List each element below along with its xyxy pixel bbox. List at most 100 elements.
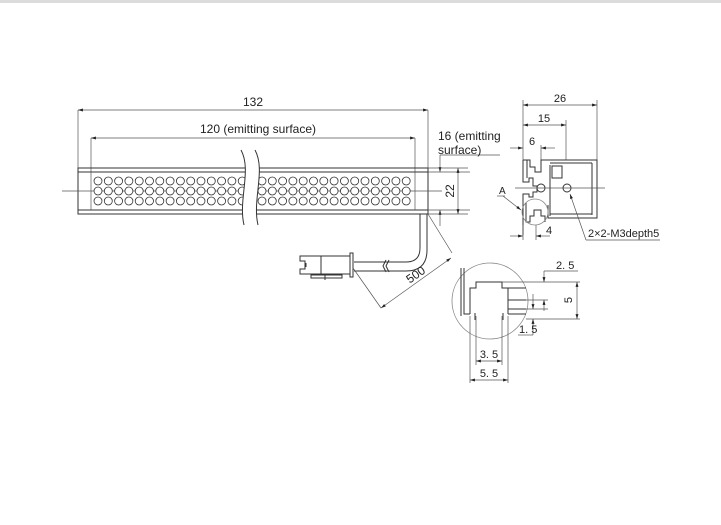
led-dot bbox=[339, 196, 349, 206]
led-dot bbox=[267, 186, 277, 196]
led-dot bbox=[196, 196, 206, 206]
led-dot bbox=[124, 176, 134, 186]
led-dot bbox=[370, 176, 380, 186]
dim-label-4: 4 bbox=[546, 225, 552, 237]
dim-label-26: 26 bbox=[554, 93, 566, 105]
led-dot bbox=[360, 176, 370, 186]
dim-label-5-5: 5. 5 bbox=[480, 368, 498, 380]
led-dot bbox=[165, 196, 175, 206]
led-dot bbox=[155, 186, 165, 196]
dim-label-16-line1: 16 (emitting bbox=[438, 129, 501, 143]
led-dot bbox=[267, 196, 277, 206]
leader-a bbox=[502, 195, 522, 211]
led-dot bbox=[360, 186, 370, 196]
led-dot bbox=[124, 186, 134, 196]
led-dot bbox=[339, 186, 349, 196]
connector-latch bbox=[310, 274, 343, 279]
led-dot bbox=[186, 196, 196, 206]
dim-label-22: 22 bbox=[443, 184, 457, 198]
detail-a-label: A bbox=[499, 186, 506, 197]
led-dot bbox=[196, 176, 206, 186]
led-dot bbox=[298, 186, 308, 196]
led-dot bbox=[155, 176, 165, 186]
led-dot bbox=[114, 176, 123, 186]
led-dot bbox=[217, 186, 227, 196]
led-dot bbox=[401, 186, 411, 196]
dim-label-500: 500 bbox=[403, 263, 428, 286]
led-dot bbox=[206, 196, 216, 206]
side-view: 26 15 6 A 4 2×2- bbox=[497, 93, 660, 241]
dim-label-120: 120 (emitting surface) bbox=[200, 122, 316, 136]
ext-500-b bbox=[427, 213, 453, 254]
led-dot bbox=[391, 176, 401, 186]
dim-label-1-5: 1. 5 bbox=[519, 324, 537, 336]
dim-label-15: 15 bbox=[538, 113, 550, 125]
ext-500-a bbox=[352, 267, 382, 309]
dim-line-500 bbox=[380, 257, 452, 309]
led-dot bbox=[145, 196, 154, 206]
cable: 500 bbox=[299, 213, 453, 309]
dim-label-132: 132 bbox=[243, 95, 263, 109]
t-slot bbox=[525, 203, 546, 223]
dim-label-5: 5 bbox=[563, 297, 575, 303]
dim-label-3-5: 3. 5 bbox=[480, 349, 498, 361]
led-dot bbox=[165, 176, 175, 186]
hole-note: 2×2-M3depth5 bbox=[588, 228, 659, 240]
led-dot bbox=[339, 176, 349, 186]
detail-a-circle bbox=[451, 262, 529, 340]
led-dot bbox=[206, 176, 216, 186]
led-dot bbox=[145, 186, 154, 196]
led-dot bbox=[278, 176, 288, 186]
led-dot bbox=[114, 186, 123, 196]
led-dot bbox=[401, 196, 411, 206]
leader-hole bbox=[569, 193, 587, 241]
led-dot bbox=[391, 186, 401, 196]
dim-label-2-5: 2. 5 bbox=[556, 260, 574, 272]
led-dot bbox=[175, 176, 185, 186]
led-dot bbox=[319, 186, 329, 196]
profile-outline bbox=[523, 159, 598, 219]
led-dot bbox=[319, 196, 329, 206]
led-dot bbox=[124, 196, 134, 206]
led-dot bbox=[370, 186, 380, 196]
led-dot bbox=[145, 176, 154, 186]
led-dot bbox=[360, 196, 370, 206]
led-dot bbox=[309, 196, 318, 206]
led-dot bbox=[227, 196, 237, 206]
detail-circle-a bbox=[521, 198, 549, 226]
led-dot bbox=[309, 176, 318, 186]
cable-outer bbox=[354, 214, 421, 263]
led-dot bbox=[134, 176, 144, 186]
led-dot bbox=[165, 186, 175, 196]
led-dot bbox=[103, 176, 113, 186]
led-dot bbox=[217, 196, 227, 206]
led-dot bbox=[278, 196, 288, 206]
led-dot bbox=[217, 176, 227, 186]
led-dot bbox=[93, 186, 103, 196]
led-dot bbox=[370, 196, 380, 206]
led-dot bbox=[257, 186, 267, 196]
led-dot bbox=[319, 176, 329, 186]
top-border bbox=[0, 0, 721, 3]
led-dot bbox=[298, 196, 308, 206]
break-line-right bbox=[254, 149, 260, 226]
led-dot bbox=[401, 176, 411, 186]
dim-label-16-line2: surface) bbox=[438, 143, 481, 157]
led-dot bbox=[103, 186, 113, 196]
connector-head bbox=[299, 255, 321, 275]
led-dot bbox=[103, 196, 113, 206]
led-dot bbox=[175, 196, 185, 206]
dim-label-6: 6 bbox=[529, 136, 535, 148]
detail-a-view: 2. 5 5 1. 5 3. 5 5. 5 bbox=[451, 260, 580, 383]
led-dot bbox=[309, 186, 318, 196]
led-dot bbox=[381, 196, 391, 206]
connector-body bbox=[320, 255, 351, 275]
led-dot bbox=[175, 186, 185, 196]
detail-slot-profile bbox=[469, 281, 509, 314]
led-dot bbox=[206, 186, 216, 196]
led-dot bbox=[278, 186, 288, 196]
led-dot bbox=[391, 196, 401, 206]
led-dot bbox=[186, 176, 196, 186]
detail-wall-inner bbox=[463, 268, 470, 315]
